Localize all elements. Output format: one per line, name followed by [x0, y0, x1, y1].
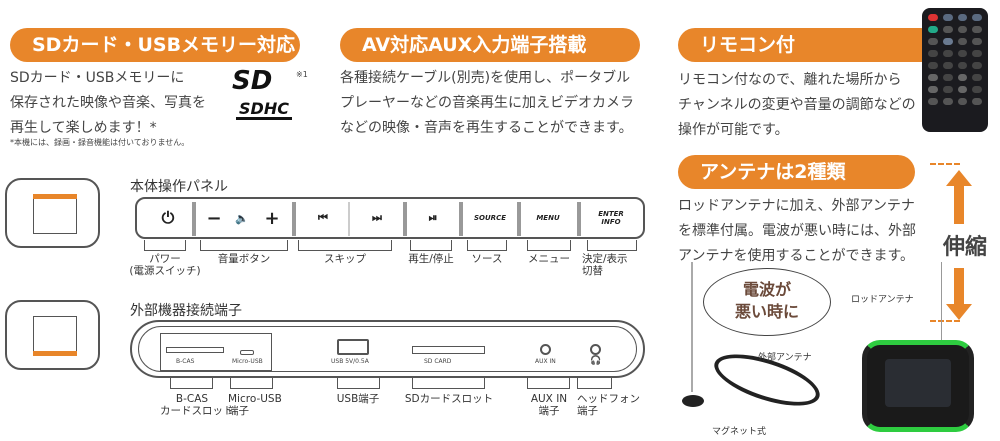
rod-antenna-image: [941, 262, 942, 344]
usb-port[interactable]: [337, 339, 369, 355]
play-label: 再生/停止: [408, 253, 454, 265]
magnet-label: マグネット式: [712, 427, 767, 437]
micro-usb-port[interactable]: [240, 350, 254, 355]
menu-button[interactable]: MENU: [536, 214, 560, 222]
text-line: リモコン付なので、離れた場所から: [678, 72, 902, 88]
speech-bubble: 電波が 悪い時に: [703, 268, 831, 336]
connector-panel: [130, 320, 645, 378]
text-line: 保存された映像や音楽、写真を: [10, 95, 206, 111]
bracket: [337, 378, 380, 389]
bubble-line: 悪い時に: [734, 302, 799, 321]
bracket: [144, 240, 186, 251]
bracket: [170, 378, 213, 389]
bracket: [412, 378, 485, 389]
headphone-jack[interactable]: [590, 344, 601, 355]
speaker-icon: 🔈: [235, 211, 249, 225]
aux-heading: AV対応AUX入力端子搭載: [340, 28, 640, 62]
bcas-card-slot[interactable]: [166, 347, 224, 353]
aux-in-jack[interactable]: [540, 344, 551, 355]
aux-description: 各種接続ケーブル(別売)を使用し、ポータブル プレーヤーなどの音楽再生に加えビデ…: [340, 66, 634, 141]
usb-print: USB 5V/0.5A: [331, 358, 369, 365]
text-line: などの映像・音声を再生することができます。: [340, 120, 633, 136]
bracket: [587, 240, 637, 251]
control-panel-title: 本体操作パネル: [130, 179, 228, 195]
skip-back-button[interactable]: ⏮: [318, 211, 328, 224]
down-arrow-icon: [946, 304, 972, 320]
bracket: [298, 240, 392, 251]
volume-label: 音量ボタン: [217, 253, 271, 265]
text-line: プレーヤーなどの音楽再生に加えビデオカメラ: [340, 95, 634, 111]
text-line: チャンネルの変更や音量の調節などの: [678, 97, 916, 113]
text-line: を標準付属。電波が悪い時には、外部: [678, 223, 916, 239]
headphone-icon: 🎧: [590, 356, 602, 366]
bracket: [230, 378, 273, 389]
dashed-line: [930, 163, 960, 165]
play-pause-button[interactable]: ⏯: [428, 211, 438, 224]
bcas-print: B-CAS: [176, 358, 195, 365]
connectors-title: 外部機器接続端子: [130, 303, 242, 319]
source-label: ソース: [471, 253, 503, 265]
sd-usb-description: SDカード・USBメモリーに 保存された映像や音楽、写真を 再生して楽しめます！…: [10, 66, 206, 141]
sd-card-slot[interactable]: [412, 346, 485, 354]
tv-device-image: [862, 340, 974, 432]
text-line: アンテナを使用することができます。: [678, 248, 915, 264]
micro-usb-print: Micro-USB: [232, 358, 263, 365]
text-line: 操作が可能です。: [678, 122, 789, 138]
sd-usb-heading: SDカード・USBメモリー対応: [10, 28, 300, 62]
volume-down-button[interactable]: −: [206, 207, 222, 229]
control-panel: ⏻ − 🔈 + ⏮ ⏭ ⏯ SOURCE MENU ENTER INFO: [135, 197, 645, 239]
down-arrow-shaft: [954, 268, 964, 304]
bracket: [410, 240, 452, 251]
sd-logo: SD: [232, 66, 273, 96]
rod-antenna-label: ロッドアンテナ: [851, 295, 914, 305]
enter-info-button[interactable]: ENTER INFO: [598, 210, 624, 226]
bracket: [467, 240, 507, 251]
bracket: [200, 240, 288, 251]
enter-label: 決定/表示切替: [582, 253, 628, 277]
text-line: 各種接続ケーブル(別売)を使用し、ポータブル: [340, 70, 631, 86]
external-antenna-rod: [691, 262, 693, 392]
sd-label: SDカードスロット: [404, 393, 494, 405]
skip-label: スキップ: [324, 253, 366, 265]
dashed-line: [930, 320, 960, 322]
remote-description: リモコン付なので、離れた場所から チャンネルの変更や音量の調節などの 操作が可能…: [678, 68, 916, 143]
text-line: ロッドアンテナに加え、外部アンテナ: [678, 198, 915, 214]
sd-logo-footnote: ※1: [296, 70, 308, 79]
bcas-micro-cover: [160, 333, 272, 371]
external-antenna-label: 外部アンテナ: [758, 353, 812, 363]
up-arrow-icon: [946, 170, 972, 186]
sdhc-logo: SDHC: [236, 100, 292, 120]
bracket: [577, 378, 612, 389]
text-line: 再生して楽しめます！*: [10, 120, 157, 136]
extend-label: 伸縮: [943, 235, 988, 260]
bracket: [527, 240, 571, 251]
source-button[interactable]: SOURCE: [474, 214, 506, 222]
menu-label: メニュー: [528, 253, 570, 265]
magnet-base-image: [682, 395, 704, 407]
bracket: [527, 378, 570, 389]
remote-control-image: [922, 8, 988, 132]
power-button[interactable]: ⏻: [161, 208, 175, 227]
antenna-heading: アンテナは2種類: [678, 155, 915, 189]
up-arrow-shaft: [954, 186, 964, 224]
sd-usb-note: *本機には、録画・録音機能は付いておりません。: [10, 138, 190, 147]
device-thumbnail-top: [5, 178, 100, 248]
headphone-label: ヘッドフォン端子: [577, 393, 640, 417]
volume-up-button[interactable]: +: [264, 207, 280, 229]
aux-print: AUX IN: [535, 358, 556, 365]
bubble-line: 電波が: [742, 280, 791, 299]
antenna-description: ロッドアンテナに加え、外部アンテナ を標準付属。電波が悪い時には、外部 アンテナ…: [678, 194, 916, 269]
power-label: パワー(電源スイッチ): [129, 253, 201, 277]
sd-print: SD CARD: [424, 358, 452, 365]
remote-heading: リモコン付: [678, 28, 938, 62]
usb-label: USB端子: [336, 393, 380, 405]
skip-forward-button[interactable]: ⏭: [372, 211, 382, 224]
device-thumbnail-bottom: [5, 300, 100, 370]
text-line: SDカード・USBメモリーに: [10, 70, 185, 86]
